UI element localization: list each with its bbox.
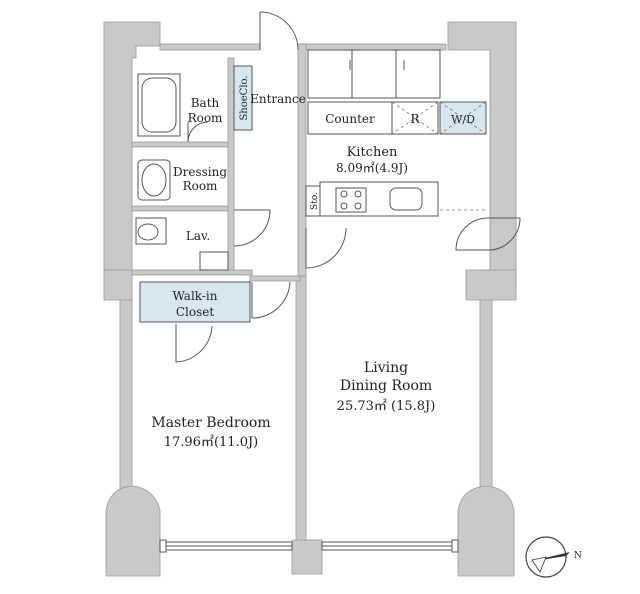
shoe-closet-label: ShoeClo.	[239, 75, 250, 120]
master-bedroom-label: Master Bedroom	[151, 415, 270, 431]
kitchen-label: Kitchen	[347, 145, 398, 160]
walk-in-closet-label-line1: Walk-in	[173, 289, 218, 303]
kitchen-area: 8.09㎡(4.9J)	[336, 161, 408, 175]
compass-icon: N	[525, 536, 582, 578]
dressing-room-label-line1: Dressing	[173, 165, 227, 179]
bath-fixtures	[135, 73, 229, 271]
storage-label: Sto.	[310, 192, 320, 210]
living-label-line1: Living	[364, 360, 408, 376]
kitchen-fixtures	[305, 49, 487, 217]
bath-room-label-line2: Room	[188, 111, 223, 125]
walls	[103, 21, 517, 577]
counter-label: Counter	[325, 112, 375, 126]
living-label-line2: Dining Room	[340, 378, 432, 394]
refrigerator-label: R	[410, 112, 420, 126]
windows	[159, 539, 459, 553]
compass-north-label: N	[574, 551, 582, 561]
lav-label: Lav.	[186, 229, 210, 243]
walk-in-closet-label-line2: Closet	[176, 305, 215, 319]
entrance-label: Entrance	[250, 92, 306, 106]
walk-in-closet	[139, 281, 251, 323]
master-bedroom-area: 17.96㎡(11.0J)	[164, 435, 259, 450]
living-area: 25.73㎡ (15.8J)	[337, 399, 436, 414]
shoe-closet	[233, 65, 253, 131]
washer-dryer-label: W/D	[451, 113, 475, 126]
doors	[175, 11, 521, 363]
bath-room-label-line1: Bath	[191, 96, 220, 110]
dressing-room-label-line2: Room	[183, 179, 218, 193]
